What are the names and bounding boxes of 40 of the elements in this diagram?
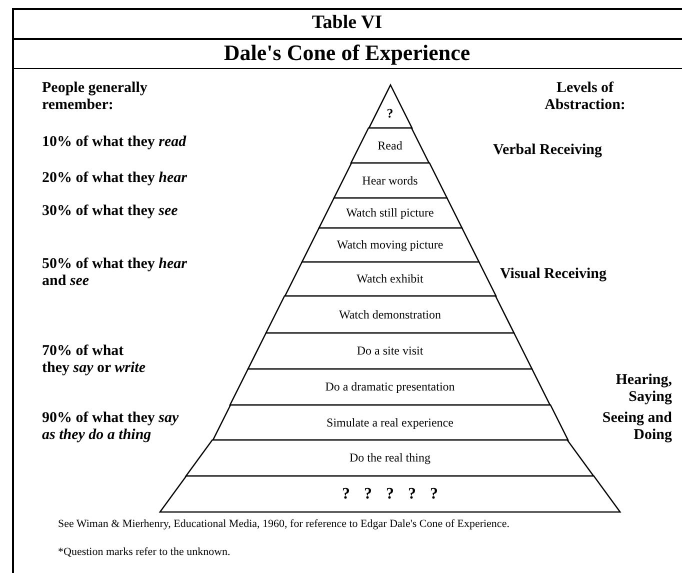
cone-level (368, 85, 412, 128)
level-label: Watch exhibit (356, 272, 424, 286)
diagram-title: Dale's Cone of Experience (222, 40, 472, 66)
footnote: *Question marks refer to the unknown. (58, 546, 232, 559)
level-label: ? ? ? ? ? (342, 488, 438, 500)
level-name: Visual Receiving (500, 266, 608, 283)
cone-level (160, 476, 620, 512)
retention-label: 10% of what they read (42, 134, 188, 151)
cone-level (248, 333, 532, 369)
level-name: Verbal Receiving (493, 142, 604, 159)
cone-level (212, 405, 568, 440)
cone-level (230, 369, 550, 405)
level-label: Simulate a real experience (326, 416, 454, 429)
cone-level (284, 262, 496, 296)
cone-level (302, 228, 478, 262)
cone-level (318, 198, 462, 228)
level-label: Do a site visit (356, 344, 424, 358)
level-label: Watch still picture (345, 206, 435, 220)
retention-label: 20% of what they hear (42, 170, 188, 187)
level-label: Do the real thing (350, 452, 430, 464)
cone-level (334, 163, 446, 198)
column-heading: Levels of Abstraction: (544, 80, 626, 114)
level-label: Read (378, 139, 402, 152)
level-name: Seeing and Doing (601, 410, 672, 444)
reference-note: See Wiman & Mierhenry, Educational Media, 1960, for reference to Edgar Dale's Cone of Experience. (58, 518, 510, 531)
level-name: Hearing, Saying (614, 372, 672, 406)
level-label: Do a dramatic presentation (324, 380, 456, 394)
retention-label: 90% of what they say as they do a thing (42, 410, 180, 444)
level-label: Watch moving picture (336, 238, 444, 252)
table-number: Table VI (310, 11, 384, 35)
level-label: Hear words (362, 174, 418, 187)
level-label: ? (386, 106, 394, 120)
cone-level (266, 296, 514, 333)
retention-label: 50% of what they hear and see (42, 256, 188, 290)
column-heading: People generally remember: (42, 80, 148, 114)
retention-label: 70% of what they say or write (42, 343, 146, 377)
retention-label: 30% of what they see (42, 203, 179, 220)
cone-level (186, 440, 594, 476)
level-label: Watch demonstration (339, 308, 441, 321)
cone-level (351, 128, 429, 163)
